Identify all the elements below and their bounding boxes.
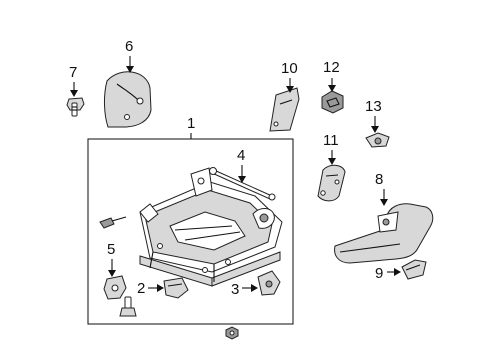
outer-shield-part (334, 203, 434, 264)
clip-part-3 (257, 270, 281, 296)
callout-2: 2 (137, 280, 145, 297)
inner-cover-part (269, 87, 300, 132)
nut (225, 326, 239, 340)
side-shield-cover-part (104, 71, 152, 128)
callout-11: 11 (323, 132, 339, 149)
knob-part (401, 259, 427, 280)
mounting-bolt (99, 216, 127, 229)
cap-part (321, 90, 344, 114)
bolt-part (66, 97, 85, 117)
callout-7: 7 (69, 64, 77, 81)
callout-8: 8 (375, 171, 383, 188)
inner-shield-part (317, 164, 346, 202)
callout-6: 6 (125, 38, 133, 55)
callout-13: 13 (365, 98, 382, 115)
callout-1: 1 (187, 115, 195, 132)
callout-3: 3 (231, 281, 239, 298)
rod-part (209, 167, 276, 201)
callout-4: 4 (237, 147, 245, 164)
callout-10: 10 (281, 60, 298, 77)
seat-frame-adjuster-part (139, 167, 283, 287)
callout-9: 9 (375, 265, 383, 282)
callout-5: 5 (107, 241, 115, 258)
clip-part-2 (163, 277, 189, 299)
clip-part-13 (365, 132, 390, 148)
callout-12: 12 (323, 59, 340, 76)
clip-with-bolt-part (103, 275, 137, 317)
